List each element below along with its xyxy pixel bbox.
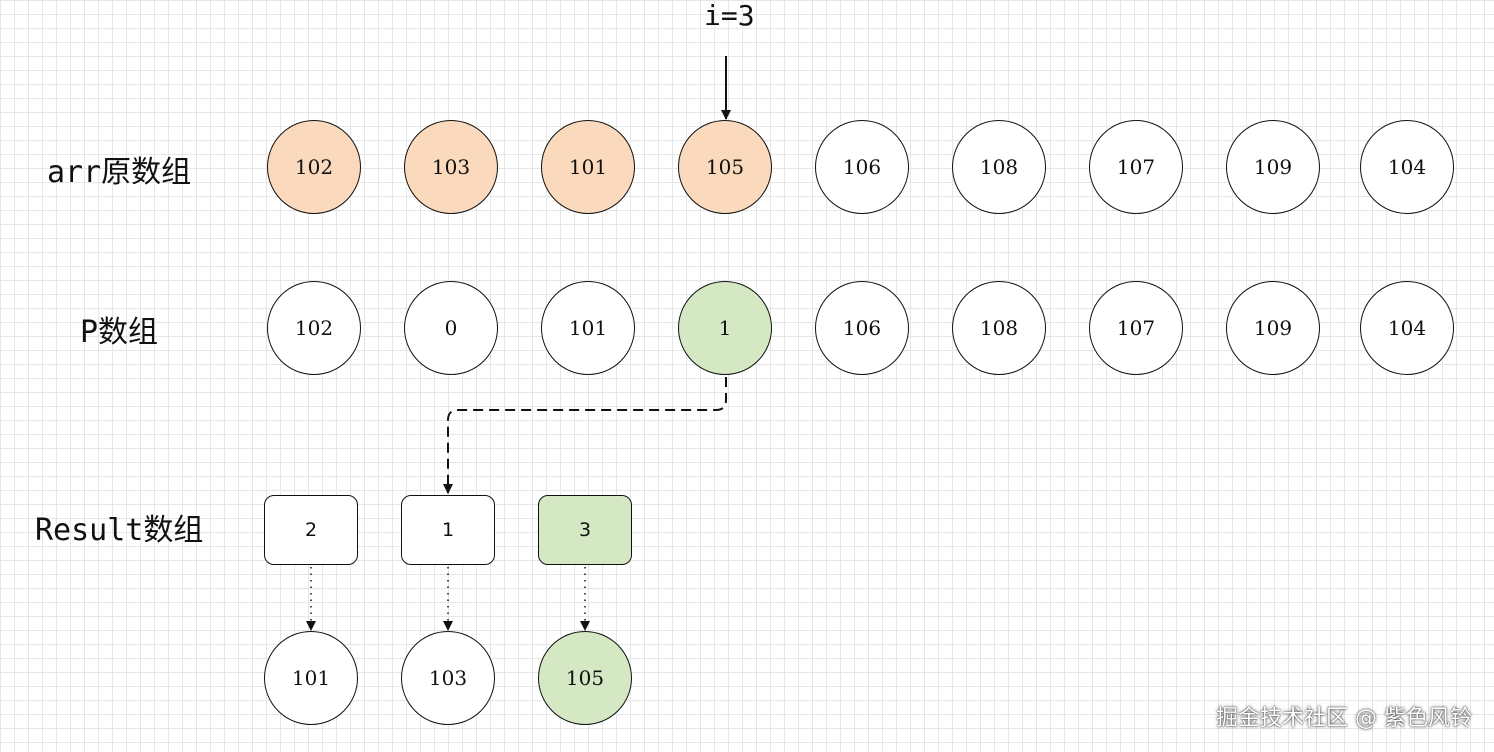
arr-node-6: 107 xyxy=(1089,120,1183,214)
result-value-node-1: 103 xyxy=(401,631,495,725)
row-label-p: P数组 xyxy=(80,315,159,350)
p-node-6: 107 xyxy=(1089,281,1183,375)
arr-node-0: 102 xyxy=(267,120,361,214)
arr-node-3: 105 xyxy=(678,120,772,214)
row-label-arr: arr原数组 xyxy=(47,155,192,190)
result-box-0: 2 xyxy=(264,495,358,565)
result-value-node-2: 105 xyxy=(538,631,632,725)
result-value-node-0: 101 xyxy=(264,631,358,725)
result-box-1: 1 xyxy=(401,495,495,565)
watermark: 掘金技术社区 @ 紫色风铃 xyxy=(1216,706,1472,731)
arr-node-2: 101 xyxy=(541,120,635,214)
arr-node-8: 104 xyxy=(1360,120,1454,214)
p-node-4: 106 xyxy=(815,281,909,375)
arr-node-1: 103 xyxy=(404,120,498,214)
result-box-2: 3 xyxy=(538,495,632,565)
p-node-7: 109 xyxy=(1226,281,1320,375)
pointer-label: i=3 xyxy=(704,0,755,32)
p-node-5: 108 xyxy=(952,281,1046,375)
arr-node-7: 109 xyxy=(1226,120,1320,214)
row-label-result: Result数组 xyxy=(35,513,204,548)
p-node-2: 101 xyxy=(541,281,635,375)
p-node-0: 102 xyxy=(267,281,361,375)
dashed-link-arrow xyxy=(443,377,727,494)
p-node-1: 0 xyxy=(404,281,498,375)
arr-node-4: 106 xyxy=(815,120,909,214)
p-node-8: 104 xyxy=(1360,281,1454,375)
arr-node-5: 108 xyxy=(952,120,1046,214)
p-node-3: 1 xyxy=(678,281,772,375)
